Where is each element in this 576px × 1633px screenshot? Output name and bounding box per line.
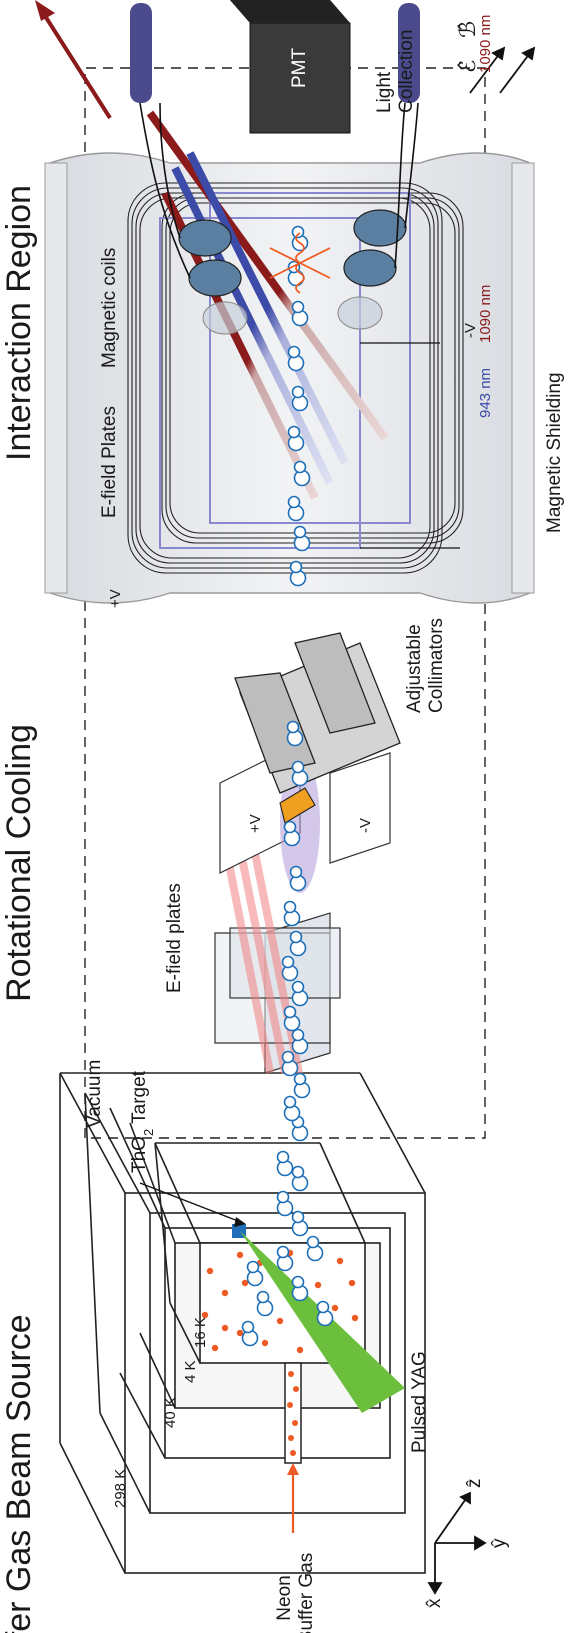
neon-label-line2: Buffer Gas xyxy=(296,1553,317,1633)
neon-label-line1: Neon xyxy=(274,1575,295,1620)
axis-y-label: ŷ xyxy=(489,1538,510,1548)
temp-40k: 40 K xyxy=(162,1397,179,1428)
collimators-label-line2: Collimators xyxy=(426,618,447,713)
pulsed-yag-label: Pulsed YAG xyxy=(409,1351,430,1453)
light-collection-line1: Light xyxy=(374,71,395,113)
collection-lenses xyxy=(178,209,407,297)
fiber-bundle-1 xyxy=(130,3,152,103)
temp-4k: 4 K xyxy=(182,1360,199,1383)
field-e-label: ℰ̂ xyxy=(455,60,480,73)
plus-v-cooling: +V xyxy=(247,814,264,833)
pmt xyxy=(230,0,351,134)
field-b-label: ℬ̂ xyxy=(455,21,480,38)
section-title-source: Buffer Gas Beam Source xyxy=(0,1314,38,1633)
collimators-label-line1: Adjustable xyxy=(404,624,425,713)
fiber-bundle-2 xyxy=(398,3,420,103)
label-1090nm-probe: 1090 nm xyxy=(477,15,494,73)
vacuum-box xyxy=(84,67,486,1139)
minus-v-main: -V xyxy=(462,323,479,338)
temp-16k: 16 K xyxy=(192,1317,209,1348)
collimators xyxy=(234,632,401,794)
laser-1090-probe xyxy=(146,110,389,441)
buffer-gas-cell xyxy=(59,1072,426,1574)
magnetic-coils-label: Magnetic coils xyxy=(99,248,120,368)
magnetic-shielding-label: Magnetic Shielding xyxy=(544,372,565,533)
vacuum-label: Vacuum xyxy=(84,1060,105,1128)
plus-v-main: +V xyxy=(107,589,124,608)
label-1090nm-pump: 1090 nm xyxy=(477,285,494,343)
section-title-interaction: Interaction Region xyxy=(0,185,38,461)
label-943nm: 943 nm xyxy=(477,368,494,418)
temp-298k: 298 K xyxy=(112,1469,129,1508)
axis-x-label: x̂ xyxy=(424,1598,445,1608)
rotational-cooling xyxy=(214,632,401,1142)
efield-plates-cooling-label: E-field plates xyxy=(164,883,185,993)
section-title-cooling: Rotational Cooling xyxy=(0,724,38,1002)
axis-z-label: ẑ xyxy=(464,1479,485,1489)
minus-v-cooling: -V xyxy=(357,818,374,833)
coordinate-axes xyxy=(427,1491,487,1595)
tho2-target-label: ThO2 Target xyxy=(129,1070,156,1173)
fluorescence xyxy=(269,232,331,294)
interaction-region xyxy=(35,0,535,604)
light-collection-line2: Collection xyxy=(396,30,417,113)
pmt-label: PMT xyxy=(289,48,310,89)
efield-plates-main-label: E-field Plates xyxy=(99,406,120,518)
